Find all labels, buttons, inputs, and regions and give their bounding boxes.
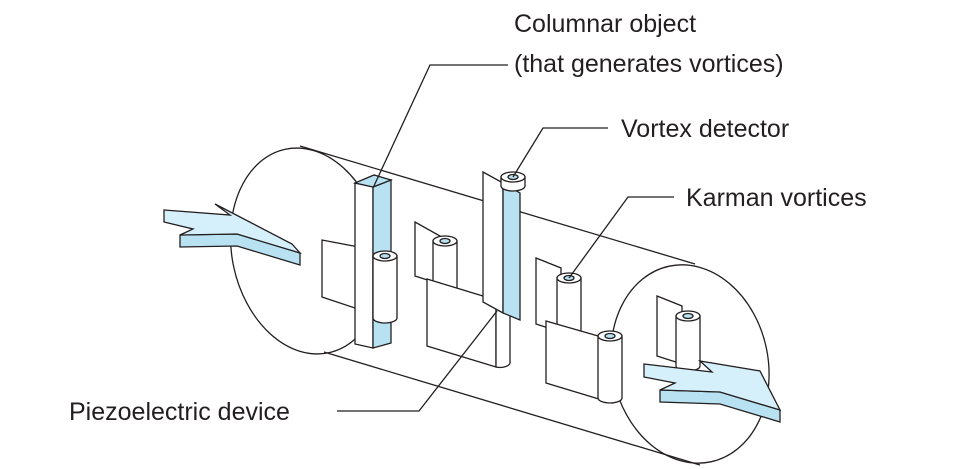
vortex-detector-blade (482, 170, 504, 315)
label-piezoelectric-device: Piezoelectric device (69, 398, 290, 426)
inlet-flow-arrow (163, 203, 303, 266)
columnar-object-front (354, 182, 374, 349)
leader-karman-vortices (568, 196, 674, 279)
karman-tube-3 (675, 310, 701, 372)
vortex-detector (482, 170, 526, 321)
leader-columnar-object (372, 64, 508, 189)
pipe-bottom-edge (323, 351, 701, 466)
label-karman-vortices: Karman vortices (686, 184, 867, 212)
columnar-object-top (352, 174, 394, 188)
right-scroll-cylinder (597, 330, 623, 404)
label-columnar-object-line1: Columnar object (514, 10, 696, 38)
leader-piezoelectric-device (337, 310, 498, 412)
outlet-flow-arrow (643, 359, 782, 423)
leader-vortex-detector (512, 127, 608, 178)
label-vortex-detector: Vortex detector (621, 115, 789, 143)
inlet-arrow-top (163, 203, 303, 255)
label-columnar-object-line2: (that generates vortices) (514, 50, 784, 78)
left-scroll-cylinder (372, 250, 398, 324)
outlet-arrow-top (643, 359, 782, 412)
vortex-detector-face (502, 181, 521, 321)
piezoelectric-plate-middle-curl (495, 297, 511, 369)
